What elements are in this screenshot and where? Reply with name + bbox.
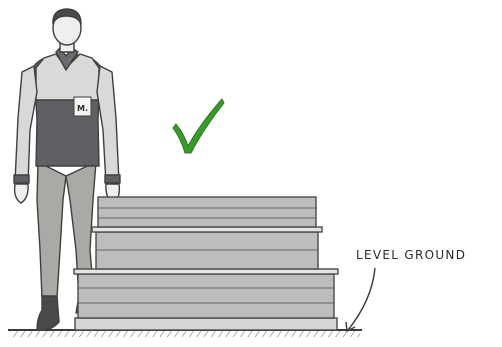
left-arm — [15, 66, 37, 184]
step-middle-tread — [92, 227, 322, 232]
name-badge: M. — [74, 97, 91, 116]
left-leg — [37, 162, 66, 298]
steps — [74, 197, 338, 330]
step-top — [98, 197, 316, 227]
step-base — [75, 318, 337, 330]
left-boot — [37, 296, 59, 330]
ground — [8, 330, 362, 337]
step-lower — [78, 274, 334, 318]
step-middle — [96, 232, 318, 269]
right-arm — [97, 66, 119, 184]
badge-text: M. — [77, 104, 88, 113]
step-lower-tread — [74, 269, 338, 274]
level-ground-label: LEVEL GROUND — [356, 248, 466, 262]
pointer-arrow — [348, 268, 375, 330]
left-hand — [15, 184, 29, 203]
check-icon — [173, 99, 224, 153]
